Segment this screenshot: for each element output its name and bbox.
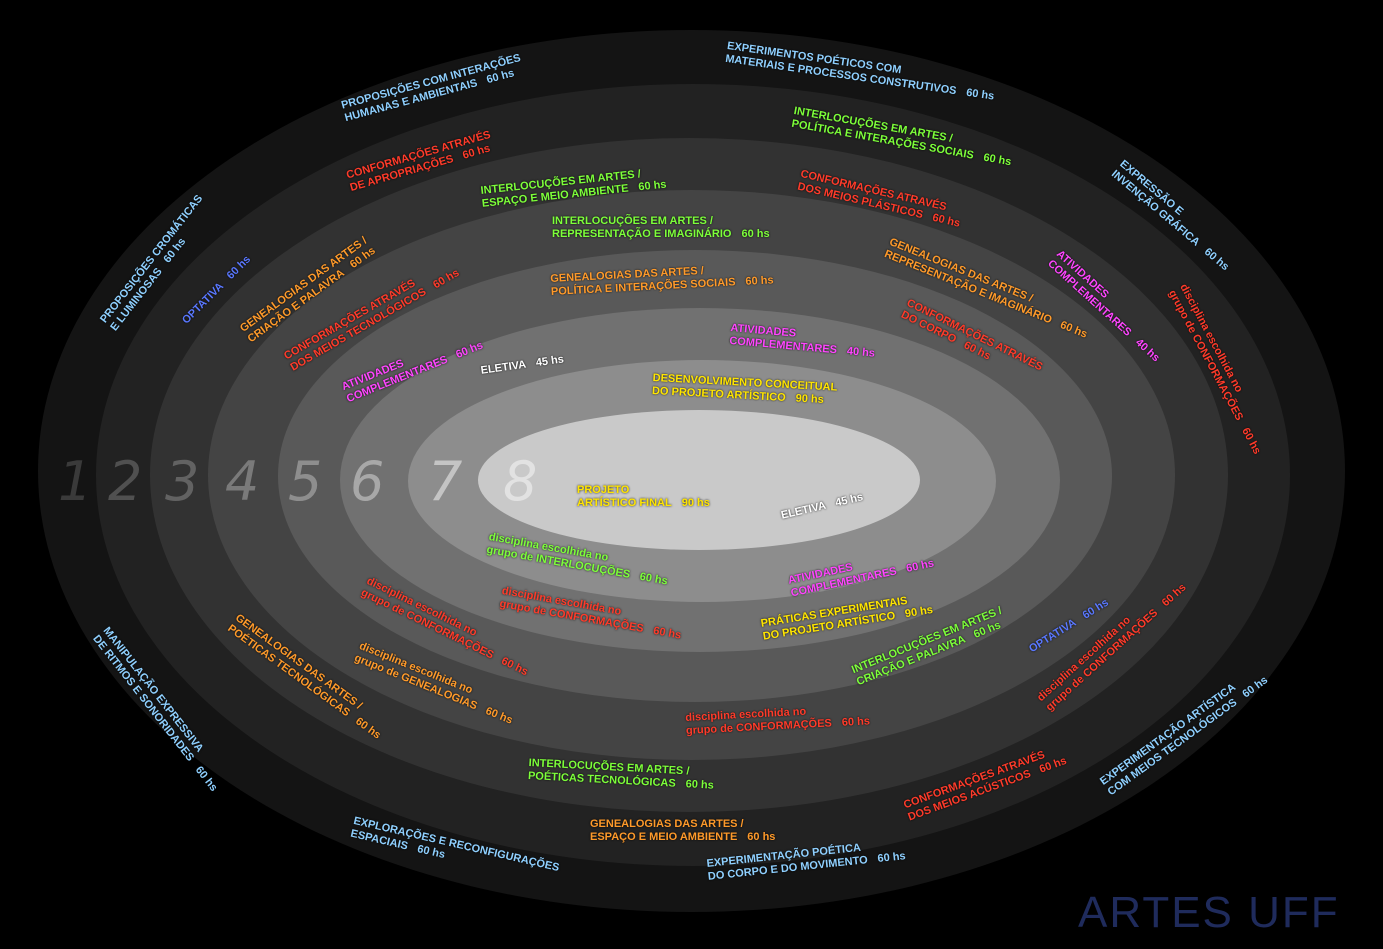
course-hours: 60 hs <box>965 86 995 103</box>
course-title: REPRESENTAÇÃO E IMAGINÁRIO <box>552 228 732 240</box>
course-hours: 60 hs <box>637 178 668 194</box>
semester-number: 8 <box>503 450 538 513</box>
course-title-line2: ESPAÇO E MEIO AMBIENTE 60 hs <box>590 831 775 844</box>
course-title-line1: GENEALOGIAS DAS ARTES / <box>590 818 744 830</box>
course-label: INTERLOCUÇÕES EM ARTES /REPRESENTAÇÃO E … <box>552 215 770 241</box>
course-title-line2: ARTÍSTICO FINAL 90 hs <box>577 497 710 510</box>
semester-number: 4 <box>225 450 260 513</box>
semester-number: 5 <box>288 450 323 513</box>
course-title: ARTÍSTICO FINAL <box>577 497 672 509</box>
brand-logo-text: ARTES UFF <box>1078 888 1340 937</box>
course-label: GENEALOGIAS DAS ARTES /ESPAÇO E MEIO AMB… <box>590 818 775 844</box>
course-hours: 45 hs <box>535 353 565 370</box>
semester-number: 1 <box>58 450 93 513</box>
course-title-line2: REPRESENTAÇÃO E IMAGINÁRIO 60 hs <box>552 228 770 241</box>
semester-number: 6 <box>350 450 385 513</box>
course-hours: 60 hs <box>747 831 776 843</box>
course-hours: 60 hs <box>685 778 715 792</box>
course-title: ESPAÇO E MEIO AMBIENTE <box>590 831 738 843</box>
semester-number: 3 <box>165 450 200 513</box>
semester-number: 7 <box>428 450 463 513</box>
course-hours: 60 hs <box>741 228 770 240</box>
course-hours: 60 hs <box>876 850 907 866</box>
course-hours: 90 hs <box>681 497 710 509</box>
semester-number: 2 <box>108 450 143 513</box>
semester-ring-8 <box>478 410 920 550</box>
course-hours: 60 hs <box>745 274 774 288</box>
course-hours: 90 hs <box>795 392 825 406</box>
course-hours: 40 hs <box>846 345 876 360</box>
course-hours: 60 hs <box>841 715 871 729</box>
course-title-line1: INTERLOCUÇÕES EM ARTES / <box>552 215 713 227</box>
course-title-line1: PROJETO <box>577 484 630 496</box>
